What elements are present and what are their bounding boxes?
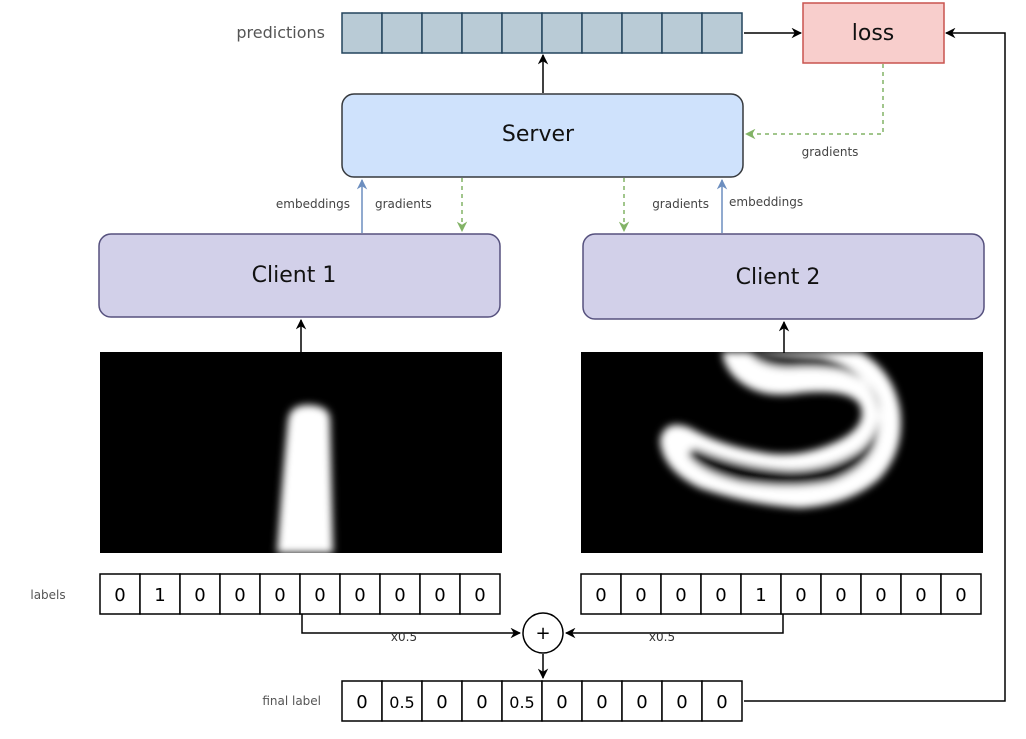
client2-input-image — [581, 352, 983, 553]
client2-labels-to-sum-arrow — [564, 614, 784, 639]
label-cell — [139, 573, 181, 615]
predictions-vector — [341, 12, 743, 54]
prediction-cell — [701, 12, 743, 54]
client2-gradients-label: gradients — [652, 197, 709, 211]
label-cell-value: 0 — [835, 585, 846, 606]
label-cell — [621, 680, 663, 722]
label-cell — [660, 573, 702, 615]
predictions-label: predictions — [236, 23, 325, 42]
label-cell — [541, 680, 583, 722]
server-box: Server — [341, 93, 744, 178]
prediction-cell — [501, 12, 543, 54]
prediction-cell — [541, 12, 583, 54]
final-label-to-loss-arrow — [744, 27, 1006, 702]
loss-label: loss — [852, 21, 895, 46]
label-cell — [379, 573, 421, 615]
prediction-cell — [421, 12, 463, 54]
final-label-row-label: final label — [262, 694, 321, 708]
label-cell-value: 0 — [676, 692, 687, 713]
label-cell — [620, 573, 662, 615]
label-cell-value: 0 — [675, 585, 686, 606]
client1-labels-to-sum-arrow — [301, 614, 522, 639]
label-cell — [459, 573, 501, 615]
label-cell-value: 0 — [716, 692, 727, 713]
label-cell-value: 0.5 — [509, 693, 534, 712]
label-cell — [219, 573, 261, 615]
label-cell-value: 0 — [875, 585, 886, 606]
prediction-cell — [341, 12, 383, 54]
scale-left-label: x0.5 — [391, 630, 417, 644]
label-cell-value: 0.5 — [389, 693, 414, 712]
prediction-cell — [461, 12, 503, 54]
label-cell — [421, 680, 463, 722]
label-cell-value: 0 — [394, 585, 405, 606]
label-cell-value: 0 — [354, 585, 365, 606]
label-cell-value: 0 — [356, 692, 367, 713]
loss-box: loss — [802, 2, 945, 64]
label-cell-value: 0 — [915, 585, 926, 606]
prediction-cell — [621, 12, 663, 54]
client1-gradients-label: gradients — [375, 197, 432, 211]
label-cell — [99, 573, 141, 615]
sum-symbol: + — [535, 623, 550, 644]
label-cell — [299, 573, 341, 615]
client1-embeddings-label: embeddings — [276, 197, 350, 211]
label-cell — [581, 680, 623, 722]
label-cell — [900, 573, 942, 615]
client1-input-image — [100, 352, 502, 553]
client2-box: Client 2 — [582, 233, 985, 320]
label-cell-value: 1 — [755, 585, 766, 606]
label-cell — [341, 680, 383, 722]
label-cell-value: 0 — [795, 585, 806, 606]
client1-labels-vector: 0 1 0 0 0 0 0 0 0 0 — [99, 573, 501, 615]
label-cell-value: 0 — [635, 585, 646, 606]
label-cell-value: 0 — [636, 692, 647, 713]
label-cell — [259, 573, 301, 615]
label-cell — [179, 573, 221, 615]
prediction-cell — [581, 12, 623, 54]
final-label-vector: 0 0.5 0 0 0.5 0 0 0 0 0 — [341, 680, 743, 722]
label-cell-value: 0 — [556, 692, 567, 713]
server-label: Server — [502, 122, 575, 147]
label-cell — [381, 680, 423, 722]
label-cell-value: 0 — [274, 585, 285, 606]
label-cell-value: 0 — [476, 692, 487, 713]
client1-label: Client 1 — [252, 263, 337, 288]
label-cell-value: 0 — [436, 692, 447, 713]
client2-label: Client 2 — [736, 265, 821, 290]
label-cell — [940, 573, 982, 615]
label-cell — [701, 680, 743, 722]
prediction-cell — [661, 12, 703, 54]
label-cell-value: 0 — [434, 585, 445, 606]
label-cell-value: 0 — [314, 585, 325, 606]
label-cell-value: 0 — [715, 585, 726, 606]
label-cell-value: 0 — [955, 585, 966, 606]
loss-gradients-arrow — [744, 64, 884, 140]
label-cell-value: 0 — [194, 585, 205, 606]
label-cell — [860, 573, 902, 615]
sum-node: + — [522, 612, 564, 654]
loss-gradients-label: gradients — [802, 145, 859, 159]
client2-labels-vector: 0 0 0 0 1 0 0 0 0 0 — [580, 573, 982, 615]
label-cell — [339, 573, 381, 615]
labels-row-label: labels — [30, 588, 65, 602]
label-cell-value: 0 — [234, 585, 245, 606]
scale-right-label: x0.5 — [649, 630, 675, 644]
label-cell — [461, 680, 503, 722]
label-cell-value: 0 — [595, 585, 606, 606]
label-cell-value: 1 — [154, 585, 165, 606]
client2-embeddings-label: embeddings — [729, 195, 803, 209]
label-cell — [419, 573, 461, 615]
label-cell-value: 0 — [474, 585, 485, 606]
label-cell-value: 0 — [114, 585, 125, 606]
client1-box: Client 1 — [98, 233, 501, 318]
label-cell-value: 0 — [596, 692, 607, 713]
prediction-cell — [381, 12, 423, 54]
label-cell — [501, 680, 543, 722]
